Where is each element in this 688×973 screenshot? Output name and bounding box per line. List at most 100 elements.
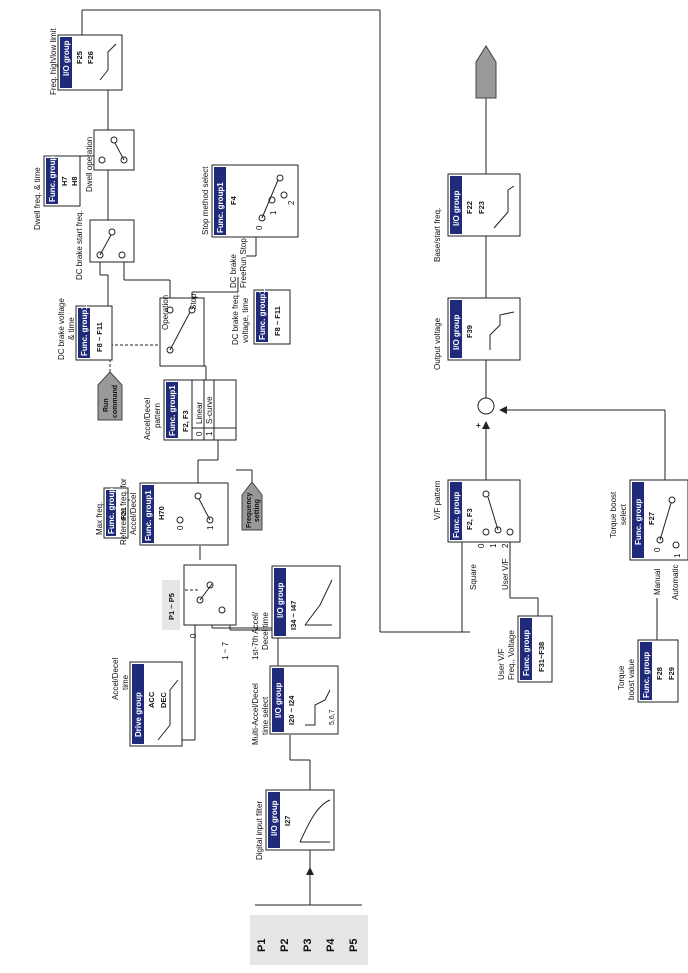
- diagram-label: time select: [261, 696, 270, 735]
- diagram-label: 0: [477, 543, 486, 548]
- p1p5-switch-block: P1 ~ P5 0 1 ~ 7: [162, 564, 237, 660]
- diagram-label: User V/F: [497, 648, 506, 680]
- diagram-label: Accel/Decel: [143, 398, 152, 440]
- diagram-label: 1: [205, 431, 214, 436]
- diagram-label: F2, F3: [181, 410, 190, 432]
- output-voltage-block: Output voltage I/O group F39: [433, 297, 521, 370]
- diagram-label: Func. group1: [144, 490, 153, 541]
- summing-junction: +: [476, 397, 495, 430]
- accel-decel-pattern-block: Accel/Decel pattern Func. group1 F2, F3 …: [143, 379, 237, 441]
- diagram-label: ACC: [147, 691, 156, 708]
- diagram-label: I/O group: [276, 582, 285, 618]
- diagram-label: DC brake: [229, 254, 238, 288]
- diagram-label: 5,6,7: [329, 709, 336, 725]
- diagram-label: Output voltage: [433, 317, 442, 370]
- diagram-label: F2, F3: [465, 508, 474, 530]
- dwell-freq-block: Dwell freq. & time Func. group1 H7 H8: [33, 151, 81, 230]
- base-start-block: Base/start freq. I/O group F22 F23: [433, 173, 521, 262]
- terminal-label: P5: [348, 939, 360, 952]
- diagram-label: 1: [489, 543, 498, 548]
- dc-brake-start-block: DC brake start freq.: [75, 210, 135, 280]
- diagram-label: User V/F: [501, 558, 510, 590]
- diagram-label: F27: [647, 512, 656, 525]
- diagram-label: V/F pattern: [433, 480, 442, 520]
- diagram-label: I/O group: [274, 682, 283, 718]
- diagram-label: I/O group: [62, 40, 71, 76]
- diagram-label: Func. group1: [258, 289, 267, 340]
- diagram-label: boost value: [627, 659, 636, 700]
- diagram-label: DC brake freq.: [231, 293, 240, 345]
- torque-boost-value-block: Torque boost value Func. group F28 F29: [617, 639, 679, 703]
- diagram-label: F8 ~ F11: [95, 322, 104, 352]
- accel-1-7-block: 1st-7th Accel/ Decel time I/O group I34 …: [251, 565, 341, 660]
- diagram-label: Reference freq. for: [119, 478, 128, 545]
- diagram-label: 1: [673, 553, 682, 558]
- freq-limit-block: Freq. high/low limit I/O group F25 F26: [49, 28, 123, 95]
- diagram-label: F8 ~ F11: [273, 306, 282, 336]
- diagram-label: FreeRun Stop: [239, 238, 248, 288]
- diagram-label: F28: [655, 667, 664, 680]
- diagram-label: F22: [465, 201, 474, 214]
- diagram-label: Dwell freq. & time: [33, 167, 42, 230]
- diagram-label: & time: [67, 317, 76, 340]
- diagram-label: Operation: [161, 295, 170, 330]
- diagram-label: 1st-7th Accel/: [251, 611, 260, 660]
- multi-accel-block: Multi-Accel/Decel time select I/O group …: [251, 665, 339, 745]
- diagram-label: Func. group1: [80, 305, 89, 356]
- diagram-label: H7: [60, 176, 69, 186]
- diagram-label: F31~F38: [537, 642, 546, 672]
- diagram-label: F21: [119, 507, 128, 520]
- diagram-label: I34 ~ I47: [289, 601, 298, 630]
- stop-method-block: Stop method select Func. group1 F4 0 1 2: [201, 164, 299, 238]
- diagram-label: Func. group: [642, 652, 651, 698]
- diagram-label: 2: [501, 543, 510, 548]
- diagram-label: P1 ~ P5: [167, 593, 176, 620]
- diagram-label: F4: [229, 195, 238, 205]
- diagram-label: command: [112, 385, 119, 418]
- diagram-label: F39: [465, 325, 474, 338]
- diagram-label: Func. group: [634, 499, 643, 545]
- diagram-label: DEC: [159, 692, 168, 708]
- diagram-label: H8: [70, 176, 79, 186]
- diagram-label: Func. group1: [216, 182, 225, 233]
- diagram-label: S-curve: [205, 396, 214, 424]
- terminal-label: P1: [256, 939, 268, 952]
- diagram-label: I20 ~ I24: [287, 695, 296, 725]
- diagram-label: DC brake start freq.: [75, 210, 84, 280]
- diagram-label: F25: [75, 51, 84, 64]
- diagram-label: setting: [254, 499, 261, 522]
- torque-boost-select-block: Torque boost select Func. group F27 0 1 …: [609, 479, 688, 600]
- input-terminals: P1 P2 P3 P4 P5: [250, 915, 368, 965]
- diagram-label: I/O group: [452, 190, 461, 226]
- diagram-label: Run: [103, 398, 110, 412]
- diagram-label: Stop method select: [201, 166, 210, 235]
- dc-brake-freq-block: DC brake freq. voltage, time DC brake Fr…: [229, 238, 291, 345]
- diagram-label: Multi-Accel/Decel: [251, 683, 260, 745]
- diagram-label: Decel time: [261, 612, 270, 650]
- terminal-label: P2: [279, 939, 291, 952]
- diagram-label: Square: [469, 564, 478, 590]
- diagram-label: F23: [477, 201, 486, 214]
- diagram-label: 0: [255, 225, 264, 230]
- diagram-label: Digital input filter: [255, 801, 264, 860]
- frequency-setting-badge: Frequency setting: [241, 481, 263, 531]
- max-freq-block: Max freq. Func. group1 F21: [95, 483, 129, 539]
- accel-decel-time-block: Accel/Decel time Drive group ACC DEC: [111, 658, 183, 747]
- diagram-label: Freq., Voltage: [507, 630, 516, 680]
- diagram-label: Accel/Decel: [129, 493, 138, 535]
- diagram-label: I/O group: [452, 314, 461, 350]
- diagram-label: F29: [667, 667, 676, 680]
- diagram-label: 0: [653, 547, 662, 552]
- diagram-label: 0: [176, 525, 185, 530]
- diagram-label: Freq. high/low limit: [49, 28, 58, 95]
- diagram-label: Max freq.: [95, 502, 104, 535]
- diagram-label: Base/start freq.: [433, 208, 442, 262]
- diagram-label: Func. group1: [48, 151, 57, 202]
- operation-stop-switch-block: Operation Stop: [159, 293, 205, 367]
- diagram-label: Func. group: [452, 492, 461, 538]
- diagram-label: Func. group: [522, 630, 531, 676]
- diagram-label: Torque: [617, 665, 626, 690]
- diagram-label: Func. group1: [168, 385, 177, 436]
- diagram-label: 0: [189, 633, 198, 638]
